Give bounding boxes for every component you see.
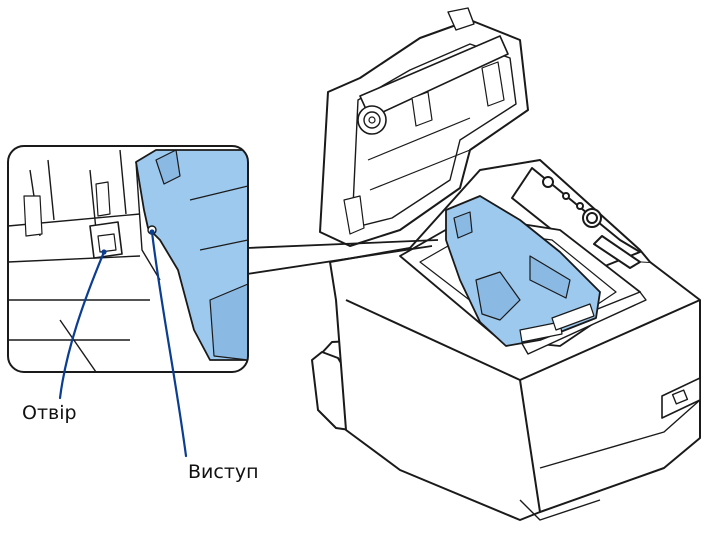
hole-leader-line (58, 250, 106, 400)
protrusion-leader-line (150, 230, 188, 458)
roll-paper-guide-zoomed (135, 149, 248, 361)
protrusion-label: Виступ (188, 461, 259, 483)
callout-connector (246, 239, 439, 275)
open-cover (319, 7, 529, 247)
hole-label: Отвір (22, 402, 77, 424)
roll-paper-guide-installed (445, 195, 601, 347)
leader-lines (58, 229, 188, 458)
zoom-inset (7, 145, 249, 373)
